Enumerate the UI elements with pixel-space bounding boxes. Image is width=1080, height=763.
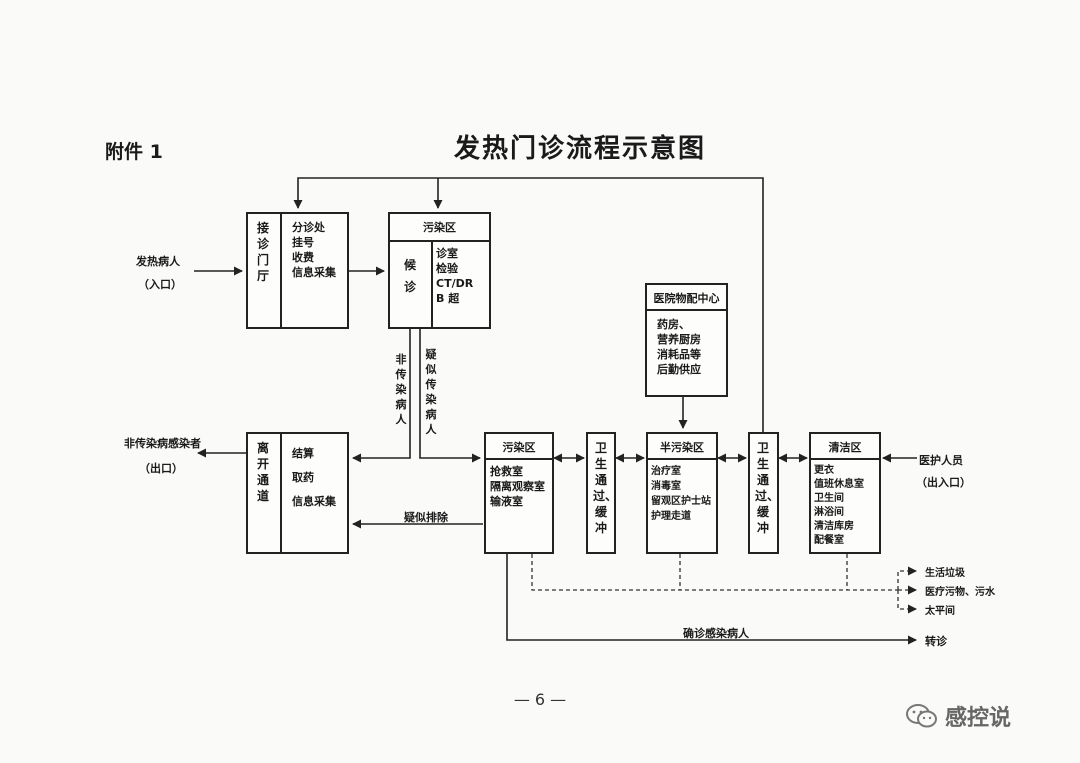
reception-list: 分诊处 挂号 收费 信息采集 [292,220,336,280]
supply-center-box: 医院物配中心 药房、 营养厨房 消耗品等 后勤供应 [645,283,728,397]
list-item: 检验 [436,262,458,275]
list-item: 抢救室 [490,465,523,478]
non-infectious-line [352,328,411,463]
list-item: 隔离观察室 [490,480,545,493]
zone-header: 污染区 [423,221,456,234]
clean-list: 更衣 值班休息室 卫生间 淋浴间 清洁库房 配餐室 [814,464,864,548]
list-item: 治疗室 [651,466,681,477]
list-item: 后勤供应 [657,363,701,376]
list-item: 卫生间 [814,493,844,504]
staff-label: 医护人员 [919,454,963,467]
return-line [293,177,764,432]
list-item: 结算 [292,447,314,460]
waste-branch-bot [897,590,917,614]
supply-list: 药房、 营养厨房 消耗品等 后勤供应 [657,317,701,377]
treatment-list: 抢救室 隔离观察室 输液室 [490,464,545,509]
list-item: CT/DR [436,277,474,290]
list-item: 淋浴间 [814,507,844,518]
list-item: 分诊处 [292,221,325,234]
list-item: 收费 [292,251,314,264]
zone-header: 半污染区 [660,441,704,454]
zone-header: 清洁区 [828,441,862,454]
list-item: 更衣 [814,465,834,476]
list-item: 值班休息室 [814,479,864,490]
waste-branch-top [897,566,917,590]
buffer-title: 卫生通过、缓冲 [593,441,618,535]
waste-label-morgue: 太平间 [925,606,955,617]
leave-title: 离开通道 [256,441,269,503]
attachment-label: 附件 1 [105,141,163,163]
watermark: 感控说 [905,700,1065,732]
list-item: 信息采集 [292,266,336,279]
transfer-label: 转诊 [925,635,947,648]
reception-title: 接诊门厅 [256,221,269,283]
entrance-label: 发热病人 [136,255,180,268]
leave-list: 结算 取药 信息采集 [292,442,336,514]
suspected-label: 疑似传染病人 [425,348,437,436]
zone-header: 医院物配中心 [653,292,720,305]
list-item: 护理走道 [651,511,691,522]
reception-box: 接诊门厅 分诊处 挂号 收费 信息采集 [246,212,349,329]
exit-sub: （出口） [139,462,183,475]
list-item: 消耗品等 [657,348,701,361]
list-item: 消毒室 [651,481,681,492]
list-item: 配餐室 [814,535,844,546]
list-item: 营养厨房 [657,333,701,346]
leave-channel-box: 离开通道 结算 取药 信息采集 [246,432,349,554]
diagram-title: 发热门诊流程示意图 [453,134,706,164]
transfer-line [506,554,917,645]
waste-line-1 [531,554,898,591]
semi-polluted-zone-box: 半污染区 治疗室 消毒室 留观区护士站 护理走道 [646,432,718,554]
suspected-line [419,328,481,463]
zone-header: 污染区 [502,441,536,454]
exit-label: 非传染病感染者 [124,437,201,450]
list-item: 清洁库房 [814,521,854,532]
list-item: 药房、 [657,318,690,331]
list-item: 信息采集 [292,495,336,508]
confirmed-label: 确诊感染病人 [683,627,749,640]
list-item: 留观区护士站 [651,496,711,507]
polluted-zone-top-box: 污染区 候诊 诊室 检验 CT/DR B 超 [388,212,491,329]
non-infectious-label: 非传染病人 [395,353,407,426]
wechat-icon [906,704,937,728]
list-item: 取药 [292,471,314,484]
waiting-title: 候诊 [403,258,416,294]
clean-zone-box: 清洁区 更衣 值班休息室 卫生间 淋浴间 清洁库房 配餐室 [809,432,881,554]
buffer-box-1: 卫生通过、缓冲 [586,432,618,554]
polluted-zone-mid-box: 污染区 抢救室 隔离观察室 输液室 [484,432,554,554]
waste-label-domestic: 生活垃圾 [925,568,965,579]
page-number: — 6 — [513,690,567,709]
buffer-title: 卫生通过、缓冲 [755,441,780,535]
list-item: 挂号 [292,236,314,249]
semi-list: 治疗室 消毒室 留观区护士站 护理走道 [651,464,711,524]
suspect-excluded-label: 疑似排除 [404,511,448,524]
buffer-box-2: 卫生通过、缓冲 [748,432,779,554]
list-item: 输液室 [490,495,523,508]
staff-sub: （出入口） [916,476,971,489]
list-item: 诊室 [436,247,458,260]
entrance-sub: （入口） [138,278,182,291]
list-item: B 超 [436,292,460,305]
waste-label-medical: 医疗污物、污水 [925,587,995,598]
watermark-text: 感控说 [945,706,1012,731]
consult-list: 诊室 检验 CT/DR B 超 [436,246,473,306]
